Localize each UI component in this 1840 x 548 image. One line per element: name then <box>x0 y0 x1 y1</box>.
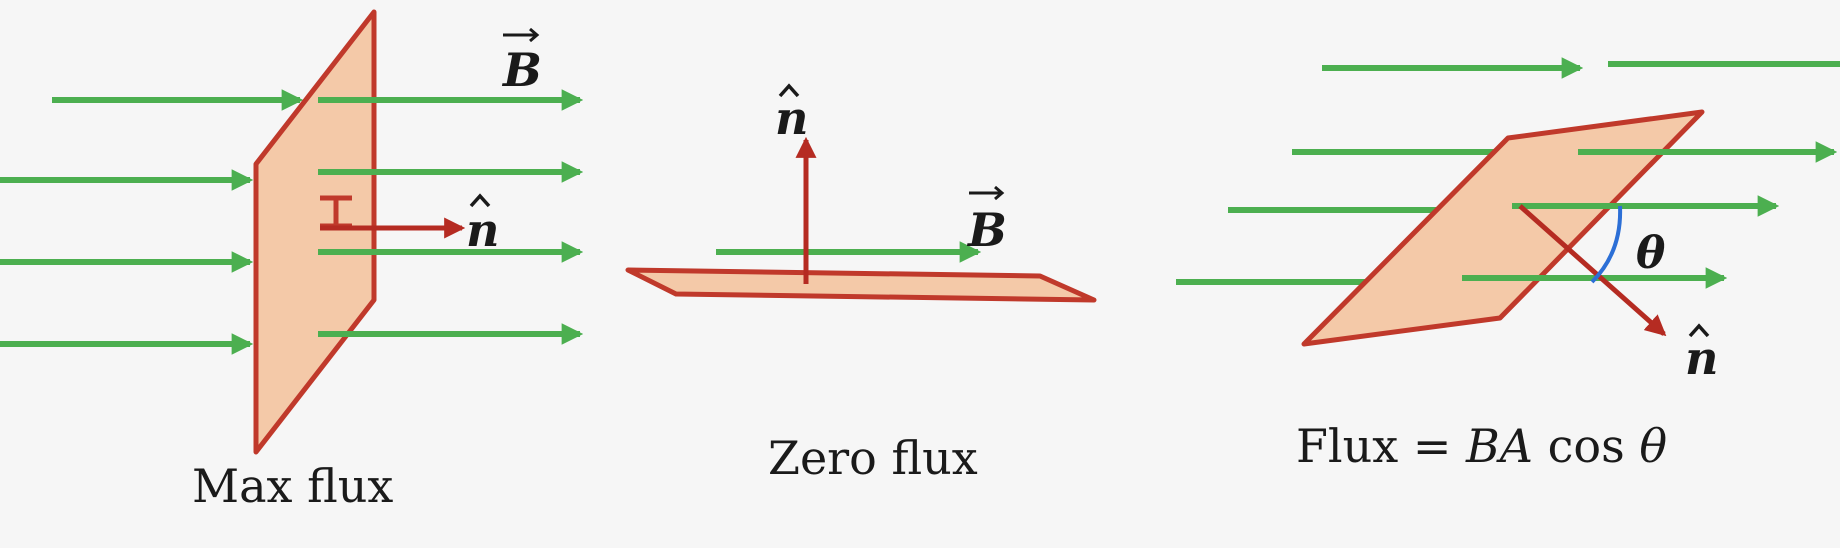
panel-max-flux: B n Max flux <box>0 9 584 513</box>
flux-formula: Flux = BA cos θ <box>1296 419 1667 473</box>
field-lines-incoming <box>0 89 304 355</box>
normal-label-text: n <box>1685 331 1718 385</box>
hat-icon <box>778 83 800 98</box>
field-label-text: B <box>501 43 542 97</box>
hat-icon <box>1688 323 1710 338</box>
vector-arrow-icon <box>969 185 1005 201</box>
caption-zero-flux: Zero flux <box>768 431 978 485</box>
normal-vector <box>1518 204 1667 337</box>
hat-icon <box>469 193 491 208</box>
normal-label-text: n <box>775 91 808 145</box>
field-label-b: B <box>501 27 542 97</box>
normal-label-n: n <box>1685 323 1718 385</box>
normal-label-n: n <box>466 193 499 257</box>
surface-plate-horizontal <box>625 267 1097 303</box>
surface-plate-vertical <box>253 9 377 455</box>
field-lines-front <box>1462 141 1838 289</box>
normal-label-n: n <box>775 83 808 145</box>
caption-max-flux: Max flux <box>192 459 393 513</box>
formula-a: A <box>1496 419 1533 473</box>
angle-label-theta: θ <box>1636 228 1666 279</box>
normal-label-text: n <box>466 203 499 257</box>
panel-zero-flux: n B Zero flux <box>625 83 1097 485</box>
angle-arc <box>1590 205 1623 284</box>
formula-theta: θ <box>1639 419 1667 473</box>
field-label-b: B <box>966 185 1007 257</box>
formula-b: B <box>1465 419 1500 473</box>
field-lines-outgoing <box>318 89 584 345</box>
vector-arrow-icon <box>503 27 540 43</box>
field-label-text: B <box>966 203 1007 257</box>
surface-plate-tilted <box>1301 109 1705 347</box>
formula-lhs: Flux = <box>1296 419 1466 473</box>
panel-angled-flux: θ n Flux = BA cos θ <box>1176 57 1840 473</box>
formula-cos: cos <box>1533 419 1639 473</box>
